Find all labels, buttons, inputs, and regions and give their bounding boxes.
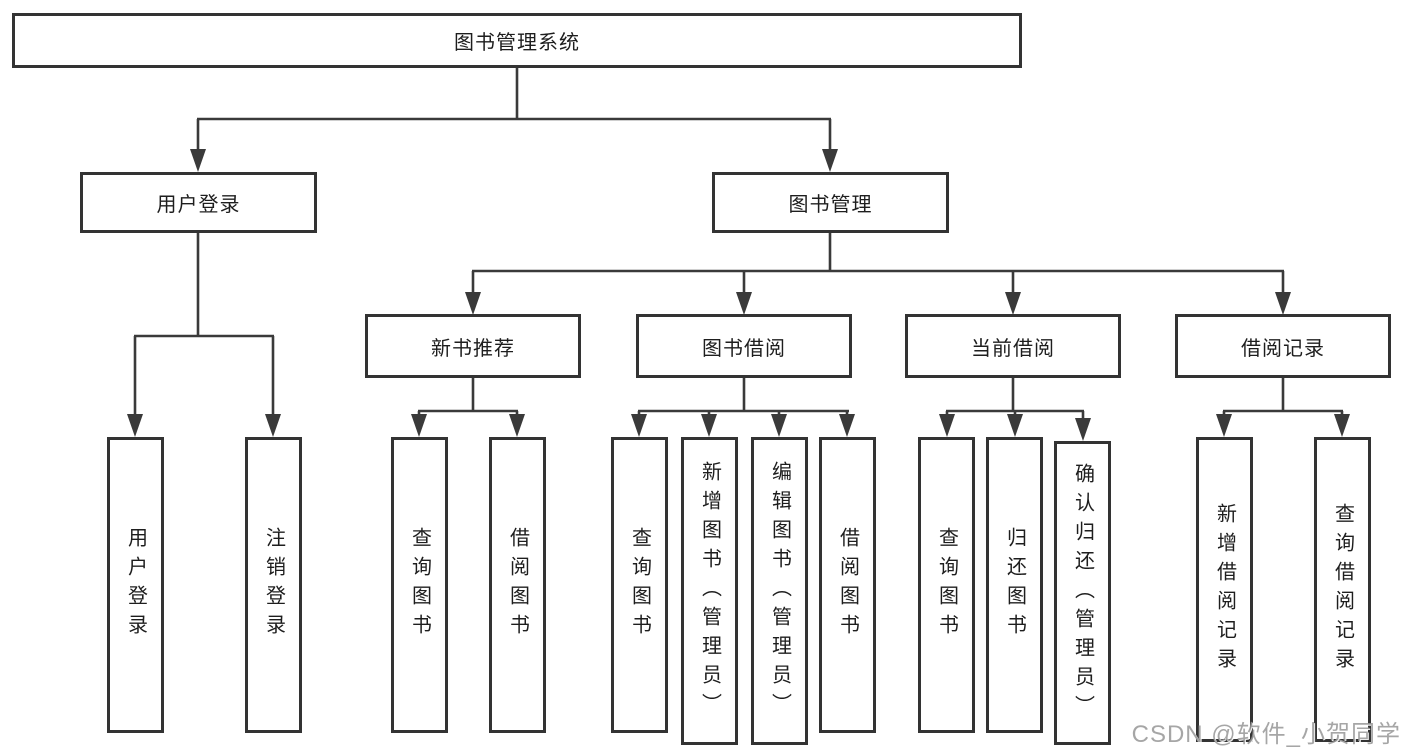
node-book-borrow: 图书借阅 (636, 314, 852, 378)
node-book-borrow-label: 图书借阅 (702, 337, 786, 360)
leaf-add-book-admin: 新增图书（管理员） (681, 437, 738, 745)
leaf-query-borrow-record: 查询借阅记录 (1314, 437, 1371, 742)
node-book-management-label: 图书管理 (788, 194, 873, 216)
leaf-query-books-borrow: 查询图书 (611, 437, 668, 733)
leaf-add-borrow-record: 新增借阅记录 (1196, 437, 1253, 742)
node-book-management: 图书管理 (712, 172, 949, 233)
node-current-borrow: 当前借阅 (905, 314, 1121, 378)
leaf-edit-book-admin: 编辑图书（管理员） (751, 437, 808, 745)
node-user-login-label: 用户登录 (156, 194, 241, 216)
arrowheads (127, 149, 1350, 441)
node-borrow-records-label: 借阅记录 (1241, 337, 1325, 360)
leaf-borrow-books-borrow: 借阅图书 (819, 437, 876, 733)
leaf-user-login: 用户登录 (107, 437, 164, 733)
node-new-book-recommend-label: 新书推荐 (431, 337, 515, 360)
leaf-borrow-books-recommend: 借阅图书 (489, 437, 546, 733)
node-borrow-records: 借阅记录 (1175, 314, 1391, 378)
node-new-book-recommend: 新书推荐 (365, 314, 581, 378)
leaf-return-book: 归还图书 (986, 437, 1043, 733)
leaf-logout: 注销登录 (245, 437, 302, 733)
leaf-query-books-current: 查询图书 (918, 437, 975, 733)
leaf-confirm-return-admin: 确认归还（管理员） (1054, 441, 1111, 745)
node-user-login: 用户登录 (80, 172, 317, 233)
node-root: 图书管理系统 (12, 13, 1022, 68)
node-root-label: 图书管理系统 (454, 32, 580, 54)
leaf-query-books-recommend: 查询图书 (391, 437, 448, 733)
node-current-borrow-label: 当前借阅 (971, 337, 1055, 360)
